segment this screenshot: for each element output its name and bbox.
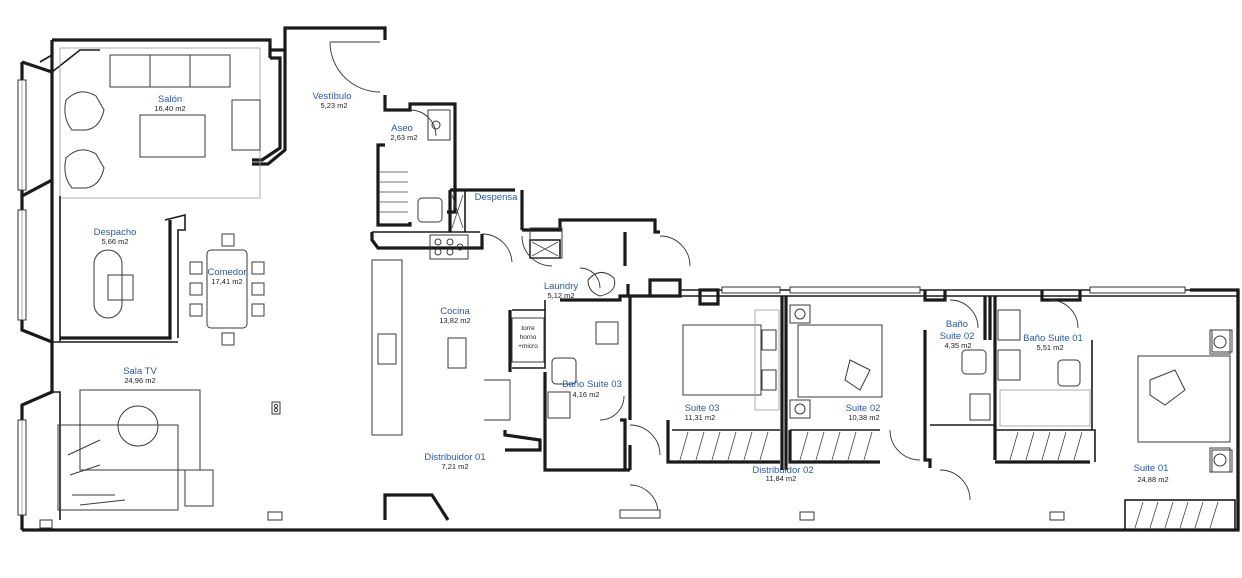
sala-tv-furniture	[57, 389, 281, 511]
area-laundry: 5,12 m2	[547, 291, 574, 300]
stairs	[380, 171, 408, 213]
label-despensa: Despensa	[475, 192, 518, 203]
doors	[329, 41, 1079, 514]
area-distribuidor-02: 11,84 m2	[766, 474, 797, 483]
closet-suite-01	[1134, 501, 1219, 529]
area-aseo: 2,63 m2	[390, 133, 417, 142]
label-cocina: Cocina	[440, 306, 470, 317]
closet-suite-03	[679, 431, 769, 461]
bano-03-fixtures	[547, 357, 577, 419]
label-bano-suite-03: Baño Suite 03	[562, 379, 622, 390]
note-micro: +micro	[518, 343, 538, 350]
closets	[380, 171, 1219, 529]
label-bano-suite-01: Baño Suite 01	[1023, 333, 1083, 344]
label-distribuidor-01: Distribuidor 01	[424, 452, 485, 463]
left-windows	[17, 79, 27, 516]
kitchen-furniture	[371, 234, 545, 436]
note-horno: horno	[520, 334, 537, 341]
area-bano-suite-03: 4,16 m2	[572, 390, 599, 399]
suite-01-furniture	[1137, 329, 1231, 473]
area-salon: 16,40 m2	[154, 104, 185, 113]
room-labels: Salón 16,40 m2 Vestíbulo 5,23 m2 Aseo 2,…	[94, 91, 1169, 484]
bano-01-fixtures	[999, 359, 1091, 427]
suite-01-wall-fixtures	[1211, 329, 1233, 473]
label-aseo: Aseo	[391, 123, 413, 134]
top-windows	[721, 286, 1186, 294]
label-distribuidor-02: Distribuidor 02	[752, 465, 813, 476]
note-torre: torre	[521, 325, 535, 332]
label-sala-tv: Sala TV	[123, 366, 157, 377]
label-laundry: Laundry	[544, 281, 579, 292]
label-salon: Salón	[158, 94, 182, 105]
area-sala-tv: 24,96 m2	[124, 376, 155, 385]
suite-02-furniture	[789, 304, 883, 419]
area-distribuidor-01: 7,21 m2	[441, 462, 468, 471]
area-bano-suite-01: 5,51 m2	[1036, 343, 1063, 352]
area-cocina: 13,82 m2	[439, 316, 470, 325]
label-comedor: Comedor	[207, 267, 246, 278]
salon-furniture	[64, 54, 261, 189]
closet-suite-02	[799, 431, 873, 461]
label-vestibulo: Vestíbulo	[312, 91, 351, 102]
label-bano-suite-02-line1: Baño	[946, 319, 968, 330]
bottom-wall-details	[39, 493, 1065, 529]
label-suite-03: Suite 03	[685, 403, 720, 414]
laundry-fixtures	[587, 272, 619, 345]
area-despacho: 5,66 m2	[101, 237, 128, 246]
label-suite-02: Suite 02	[846, 403, 881, 414]
area-suite-02: 10,38 m2	[848, 413, 879, 422]
label-suite-01: Suite 01	[1134, 463, 1169, 474]
label-bano-suite-02-line2: Suite 02	[940, 331, 975, 342]
area-comedor: 17,41 m2	[211, 277, 242, 286]
interior-walls	[50, 95, 1236, 531]
label-despacho: Despacho	[94, 227, 137, 238]
closet-bano-01	[1009, 431, 1083, 461]
area-bano-suite-02: 4,35 m2	[944, 341, 971, 350]
despensa-shelves	[451, 194, 559, 257]
bano-02-fixtures	[961, 309, 1021, 421]
aseo-fixtures	[417, 109, 563, 259]
area-suite-01: 24,88 m2	[1137, 475, 1168, 484]
despacho-furniture	[93, 249, 134, 319]
comedor-furniture	[189, 233, 265, 346]
area-suite-03: 11,31 m2	[685, 413, 716, 422]
area-vestibulo: 5,23 m2	[320, 101, 347, 110]
suite-03-furniture	[682, 309, 780, 411]
